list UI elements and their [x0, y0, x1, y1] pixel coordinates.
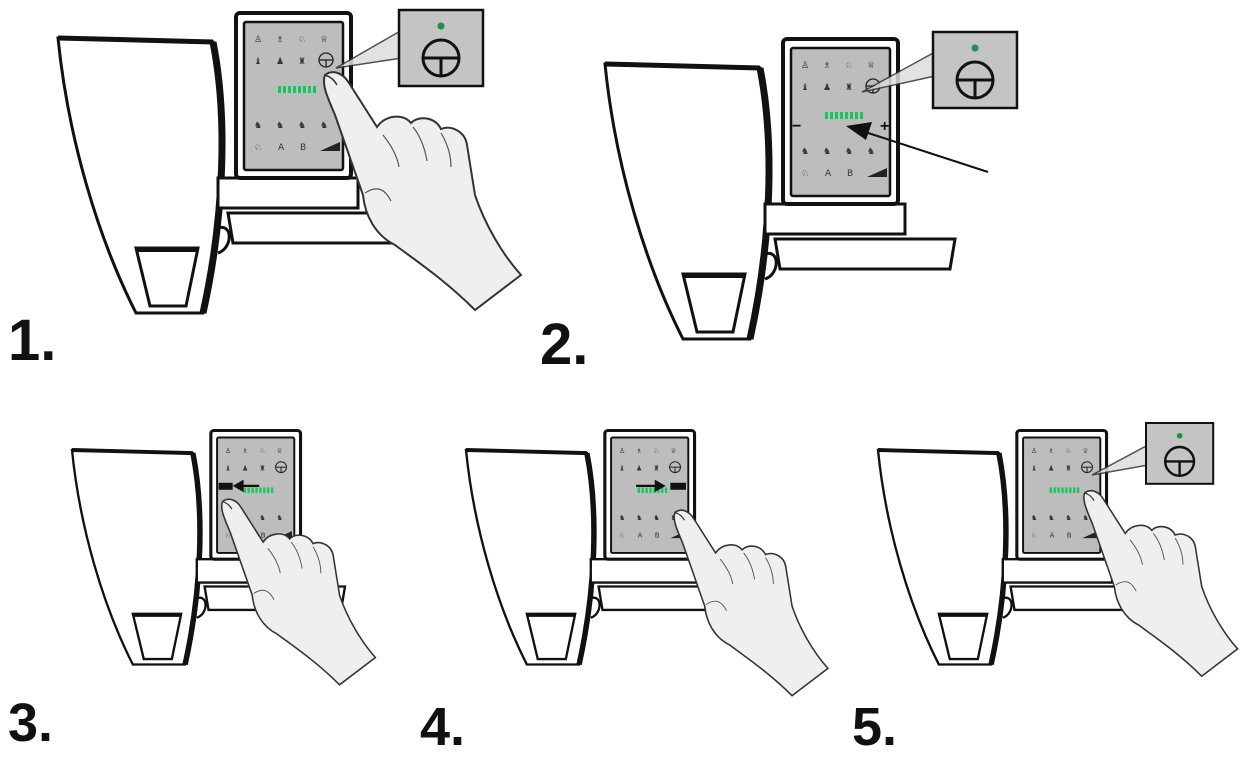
minus-icon [219, 483, 233, 490]
step-4-illustration [466, 431, 828, 696]
ring-light-button-icon [933, 32, 1017, 108]
step-3-illustration [72, 431, 375, 685]
plus-icon: + [880, 118, 889, 135]
plus-icon [670, 483, 686, 490]
step-1-illustration [58, 10, 521, 313]
step-number-5: 5. [852, 700, 897, 754]
step-2-illustration: − + [605, 32, 1017, 339]
step-number-4: 4. [420, 700, 465, 754]
ring-light-button-icon [399, 10, 483, 86]
step-number-3: 3. [8, 696, 53, 750]
ring-light-button-icon [1146, 423, 1213, 484]
step-number-1: 1. [8, 312, 56, 370]
step-5-illustration [878, 423, 1238, 676]
minus-icon: − [792, 118, 801, 135]
step-number-2: 2. [540, 316, 588, 374]
